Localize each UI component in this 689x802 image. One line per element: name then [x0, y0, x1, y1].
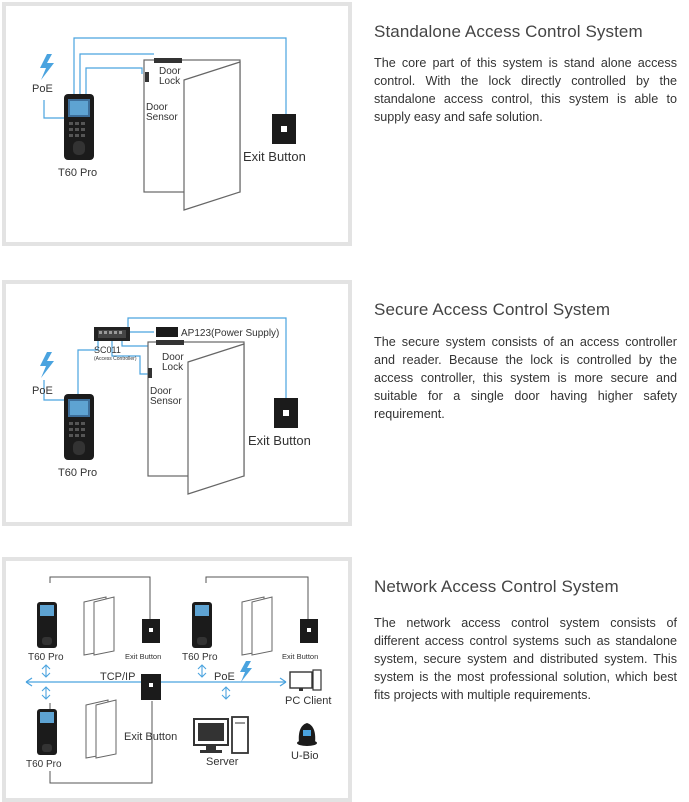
- controller-device: [94, 327, 130, 341]
- door-lock-device: [154, 58, 182, 63]
- poe-lightning-icon: [40, 352, 54, 378]
- link-server-arrow-icon: [221, 686, 231, 700]
- exit-a-label: Exit Button: [125, 652, 161, 661]
- door-sensor-device: [148, 368, 152, 378]
- network-description: The network access control system consis…: [374, 616, 677, 702]
- link-b-arrow-icon: [197, 664, 207, 678]
- device-b-label: T60 Pro: [182, 652, 218, 663]
- device-label: T60 Pro: [58, 167, 97, 179]
- exit-button-label: Exit Button: [248, 433, 311, 448]
- standalone-diagram: PoE T60 Pro Door Lock Door Sensor Exit B…: [32, 37, 306, 211]
- ubio-label: U-Bio: [291, 750, 319, 762]
- exit-button-icon: [283, 410, 289, 416]
- pc-client-label: PC Client: [285, 695, 331, 707]
- door-sensor-wire: [111, 340, 148, 375]
- power-supply-label: AP123(Power Supply): [181, 328, 279, 339]
- exit-c-wire: [49, 701, 153, 784]
- network-diagram: T60 Pro Exit Button T60 Pro Exit Button …: [25, 576, 331, 784]
- poe-lightning-icon: [240, 661, 252, 682]
- exit-b-wire: [205, 576, 309, 619]
- tcpip-label: TCP/IP: [100, 671, 135, 683]
- door-c-frame: [95, 699, 117, 759]
- secure-description: The secure system consists of an access …: [374, 335, 677, 421]
- u-bio-device: [297, 723, 317, 746]
- door-sensor-label-1: Door: [150, 386, 172, 397]
- door-b-frame: [251, 596, 273, 656]
- door-lock-wire: [121, 340, 154, 347]
- door-lock-wire: [79, 53, 154, 96]
- device-a-label: T60 Pro: [28, 652, 64, 663]
- door-panel: [183, 61, 241, 211]
- door-lock-label-2: Lock: [162, 362, 184, 373]
- pc-client-device: [289, 669, 322, 691]
- secure-title: Secure Access Control System: [374, 300, 611, 319]
- t60-pro-device: [64, 394, 94, 460]
- t60-pro-device-b: [192, 602, 212, 648]
- exit-b-icon: [307, 628, 311, 632]
- exit-a-icon: [149, 628, 153, 632]
- power-supply-device: [156, 327, 178, 337]
- door-sensor-label-2: Sensor: [146, 112, 178, 123]
- poe-label: PoE: [214, 671, 235, 683]
- network-diagram-panel: T60 Pro Exit Button T60 Pro Exit Button …: [2, 557, 352, 802]
- secure-diagram-panel: AP123(Power Supply) SC011 (Access Contro…: [2, 280, 352, 526]
- poe-lightning-icon: [40, 54, 54, 80]
- standalone-diagram-panel: PoE T60 Pro Door Lock Door Sensor Exit B…: [2, 2, 352, 246]
- poe-wire: [43, 100, 66, 119]
- door-lock-label-2: Lock: [159, 76, 181, 87]
- standalone-description: The core part of this system is stand al…: [374, 56, 677, 124]
- device-label: T60 Pro: [58, 467, 97, 479]
- door-sensor-device: [145, 72, 149, 82]
- exit-c-icon: [149, 683, 153, 687]
- controller-label: SC011: [94, 345, 121, 355]
- exit-button-label: Exit Button: [243, 149, 306, 164]
- door-sensor-label-1: Door: [146, 102, 168, 113]
- server-device: [193, 716, 249, 754]
- t60-pro-device: [64, 94, 94, 160]
- exit-c-label: Exit Button: [124, 731, 177, 743]
- link-a-arrow-icon: [41, 664, 51, 678]
- exit-b-label: Exit Button: [282, 652, 318, 661]
- t60-pro-device-c: [37, 709, 57, 755]
- door-panel: [187, 343, 245, 495]
- door-sensor-wire: [85, 67, 143, 96]
- device-c-label: T60 Pro: [26, 759, 62, 770]
- controller-sublabel: (Access Controller): [94, 356, 137, 362]
- door-a-frame: [93, 596, 115, 656]
- exit-button-wire: [127, 317, 287, 398]
- bus-arrowheads: [25, 677, 287, 687]
- poe-label: PoE: [32, 83, 53, 95]
- link-c-arrow-icon: [41, 686, 51, 700]
- door-lock-label-1: Door: [159, 66, 181, 77]
- exit-button-icon: [281, 126, 287, 132]
- server-label: Server: [206, 756, 239, 768]
- exit-button-wire: [73, 37, 287, 114]
- network-title: Network Access Control System: [374, 577, 619, 596]
- door-lock-label-1: Door: [162, 352, 184, 363]
- reader-wire: [77, 340, 99, 394]
- t60-pro-device-a: [37, 602, 57, 648]
- door-lock-device: [156, 340, 184, 345]
- exit-a-wire: [49, 576, 151, 619]
- secure-diagram: AP123(Power Supply) SC011 (Access Contro…: [32, 317, 311, 495]
- poe-label: PoE: [32, 385, 53, 397]
- poe-wire: [43, 380, 66, 401]
- standalone-title: Standalone Access Control System: [374, 22, 643, 41]
- door-sensor-label-2: Sensor: [150, 396, 182, 407]
